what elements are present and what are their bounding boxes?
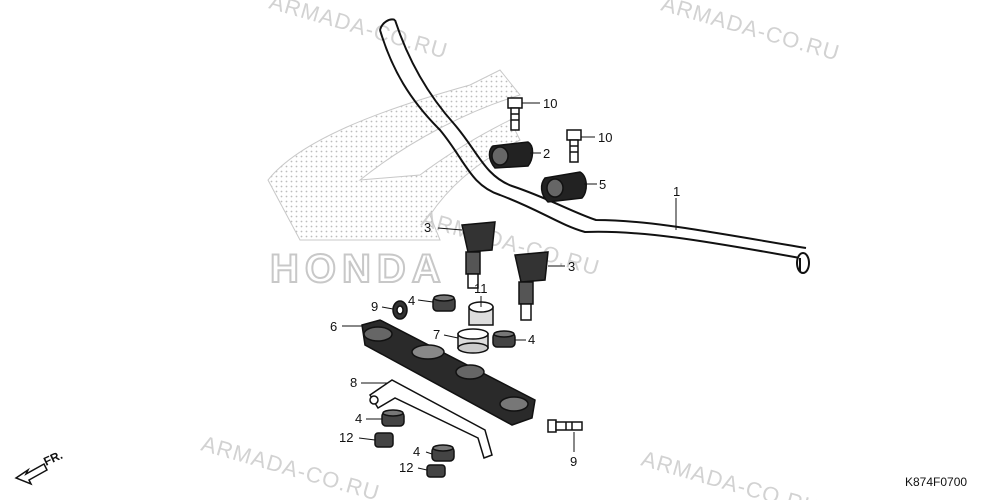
front-arrow-icon [14, 462, 48, 486]
rubber-4c [381, 409, 405, 427]
rubber-4a [432, 294, 456, 312]
front-direction-indicator: FR. [14, 448, 65, 486]
wing-shape [267, 69, 521, 241]
callout-part-3a: 3 [424, 220, 431, 235]
callout-part-4b: 4 [528, 332, 535, 347]
callout-part-9b: 9 [570, 454, 577, 469]
upper-holder-2 [540, 171, 587, 203]
callout-part-12a: 12 [339, 430, 353, 445]
nut-12a [374, 432, 394, 448]
riser-left [461, 221, 496, 289]
callout-part-7: 7 [433, 327, 440, 342]
bolt-9-lower [547, 419, 583, 433]
rubber-4d [431, 444, 455, 462]
logo-wordmark: HONDA [270, 247, 447, 291]
callout-part-3b: 3 [568, 259, 575, 274]
upper-holder [488, 141, 534, 169]
callout-part-8: 8 [350, 375, 357, 390]
watermark-text: ARMADA-CO.RU [199, 431, 383, 500]
callout-part-12b: 12 [399, 460, 413, 475]
collar-7 [457, 328, 489, 354]
rubber-4b [492, 330, 516, 348]
watermark-text: ARMADA-CO.RU [267, 0, 451, 64]
callout-part-9a: 9 [371, 299, 378, 314]
bracket-8 [368, 379, 493, 459]
callout-part-1: 1 [673, 184, 680, 199]
callouts: 1 2 5 10 10 3 3 9 4 11 7 4 6 [330, 96, 680, 475]
watermark-text: ARMADA-CO.RU [659, 0, 843, 66]
brand-logo: HONDA [267, 69, 521, 292]
callout-part-10a: 10 [543, 96, 557, 111]
bolt-top-2 [566, 129, 582, 163]
watermark-text: ARMADA-CO.RU [639, 446, 823, 500]
callout-part-4a: 4 [408, 293, 415, 308]
diagram-code: K874F0700 [905, 475, 967, 489]
callout-part-2: 2 [543, 146, 550, 161]
callout-part-6: 6 [330, 319, 337, 334]
top-bridge [361, 319, 536, 426]
nut-9-upper [392, 300, 408, 320]
riser-right [514, 251, 549, 321]
callout-part-5: 5 [599, 177, 606, 192]
callout-part-4d: 4 [413, 444, 420, 459]
callout-part-4c: 4 [355, 411, 362, 426]
callout-part-10b: 10 [598, 130, 612, 145]
nut-12b [426, 464, 446, 478]
front-arrow-label: FR. [41, 448, 64, 469]
callout-part-11: 11 [474, 281, 488, 296]
